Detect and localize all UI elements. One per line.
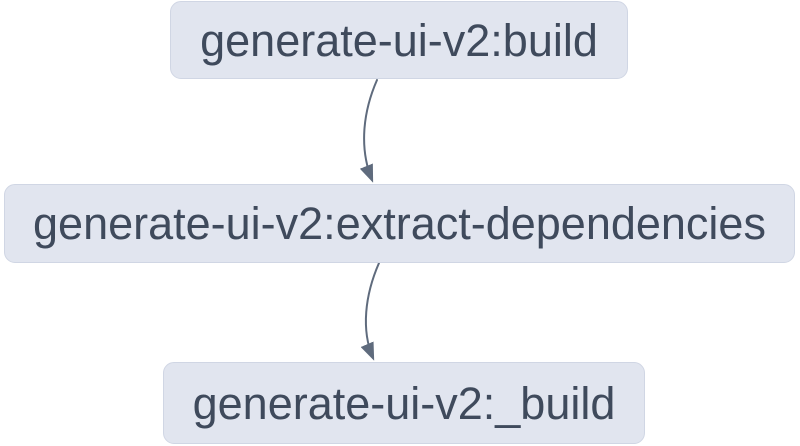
task-node-generate-ui-v2-underscore-build[interactable]: generate-ui-v2:_build bbox=[163, 362, 645, 444]
edge-build-to-extract-dependencies bbox=[359, 79, 378, 183]
task-node-generate-ui-v2-extract-dependencies[interactable]: generate-ui-v2:extract-dependencies bbox=[4, 184, 795, 263]
edge-extract-dependencies-to-underscore-build bbox=[360, 262, 380, 361]
task-node-generate-ui-v2-build[interactable]: generate-ui-v2:build bbox=[170, 1, 628, 79]
